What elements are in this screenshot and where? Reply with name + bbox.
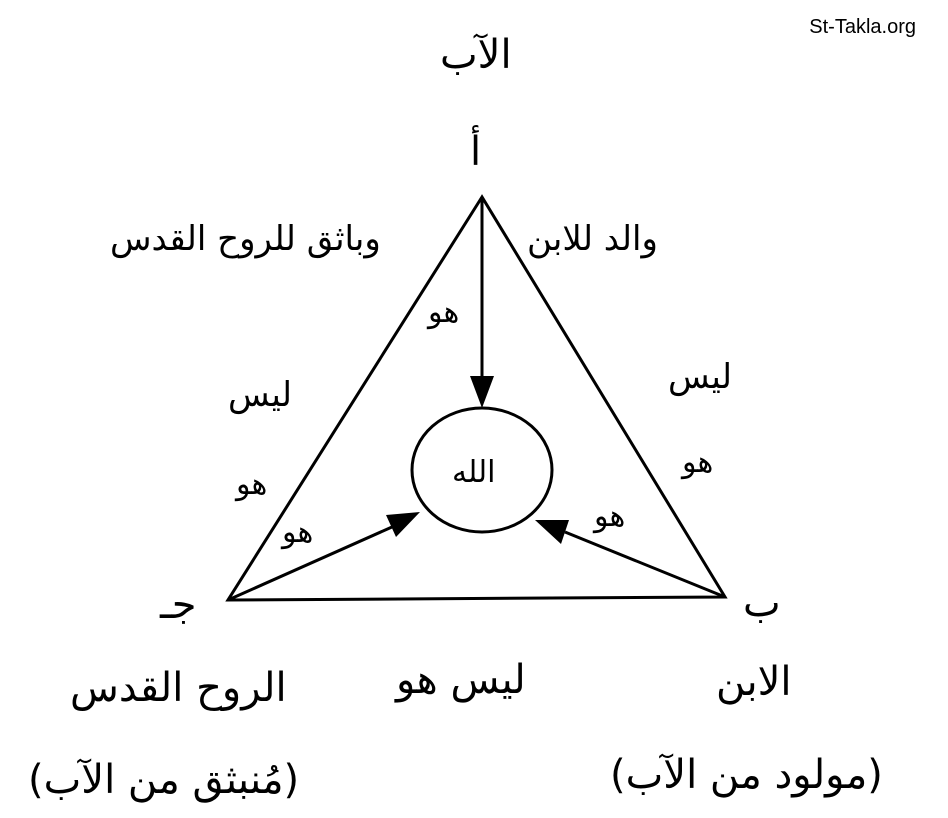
left-side-not: ليس — [228, 375, 292, 415]
son-note: (مولود من الآب) — [610, 752, 883, 798]
arrowhead-left — [386, 512, 420, 537]
arrowhead-top — [470, 376, 494, 408]
holy-spirit-label: الروح القدس — [70, 665, 287, 711]
arrow-right — [564, 530, 726, 599]
vertex-c-letter: جـ — [160, 582, 197, 628]
son-label: الابن — [716, 659, 792, 705]
father-label: الآب — [440, 32, 512, 78]
triangle — [225, 194, 728, 602]
right-side-not: ليس — [668, 357, 732, 397]
watermark: St-Takla.org — [809, 16, 916, 38]
vertex-b-letter: ب — [743, 580, 781, 626]
right-arrow-is: هو — [594, 499, 626, 534]
center-god-label: الله — [452, 455, 496, 490]
arrowhead-right — [535, 520, 569, 544]
procession-desc: وباثق للروح القدس — [110, 219, 381, 259]
bottom-not-is: ليس هو — [396, 657, 526, 703]
vertex-a-letter: أ — [470, 129, 482, 175]
top-arrow-is: هو — [428, 295, 460, 330]
left-side-is: هو — [236, 467, 268, 502]
left-arrow-is: هو — [282, 515, 314, 550]
right-side-is: هو — [682, 445, 714, 480]
begetter-desc: والد للابن — [527, 219, 658, 259]
spirit-note: (مُنبثق من الآب) — [28, 757, 300, 803]
arrow-left — [227, 525, 393, 602]
